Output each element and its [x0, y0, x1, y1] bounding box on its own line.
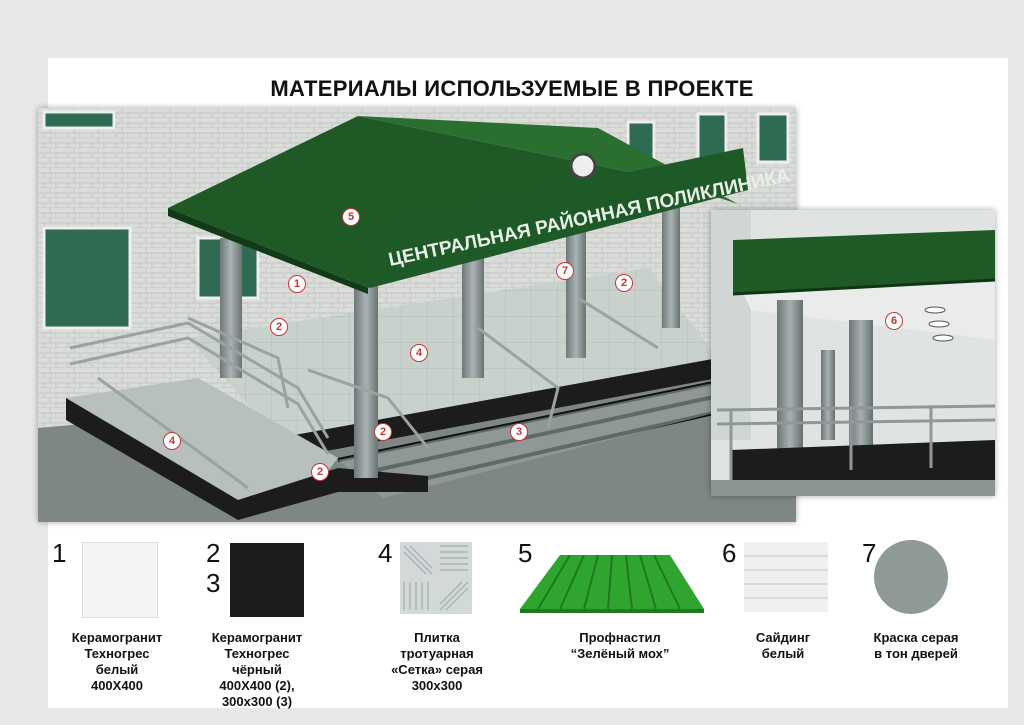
swatch-siding — [744, 542, 828, 612]
profnastil-icon — [520, 554, 704, 613]
marker-3: 3 — [510, 423, 528, 441]
swatch-white-porcelain — [82, 542, 158, 618]
material-number: 2 — [206, 538, 221, 568]
swatch-paving-tile — [400, 542, 472, 614]
marker-6: 6 — [885, 312, 903, 330]
material-number: 1 — [52, 538, 67, 568]
marker-4: 4 — [410, 344, 428, 362]
canopy-detail-render — [711, 210, 995, 496]
marker-4: 4 — [163, 432, 181, 450]
siding-icon — [744, 542, 828, 612]
material-number: 4 — [378, 538, 393, 568]
material-number: 5 — [518, 538, 533, 568]
marker-5: 5 — [342, 208, 360, 226]
page-title: МАТЕРИАЛЫ ИСПОЛЬЗУЕМЫЕ В ПРОЕКТЕ — [270, 76, 754, 101]
main-render-image: ЦЕНТРАЛЬНАЯ РАЙОННАЯ ПОЛИКЛИНИКА — [38, 108, 796, 522]
material-number: 7 — [862, 538, 877, 568]
porch-render: ЦЕНТРАЛЬНАЯ РАЙОННАЯ ПОЛИКЛИНИКА — [38, 108, 796, 522]
material-label: Краска серая в тон дверей — [873, 630, 959, 661]
paving-pattern-icon — [400, 542, 472, 614]
marker-2: 2 — [311, 463, 329, 481]
material-label: Плитка тротуарная «Сетка» серая 300х300 — [391, 630, 483, 693]
material-label: Керамогранит Техногрес белый 400Х400 — [71, 630, 163, 693]
inset-render-image — [711, 210, 995, 496]
marker-2: 2 — [270, 318, 288, 336]
material-label: Керамогранит Техногрес чёрный 400Х400 (2… — [211, 630, 303, 709]
marker-2: 2 — [615, 274, 633, 292]
material-number: 6 — [722, 538, 737, 568]
swatch-grey-paint — [874, 540, 948, 614]
swatch-black-porcelain — [230, 543, 304, 617]
material-label: Сайдинг белый — [755, 630, 811, 661]
marker-1: 1 — [288, 275, 306, 293]
marker-2: 2 — [374, 423, 392, 441]
material-label: Профнастил “Зелёный мох” — [570, 630, 670, 661]
swatch-profnastil — [520, 554, 704, 613]
marker-7: 7 — [556, 262, 574, 280]
material-number: 3 — [206, 568, 221, 598]
